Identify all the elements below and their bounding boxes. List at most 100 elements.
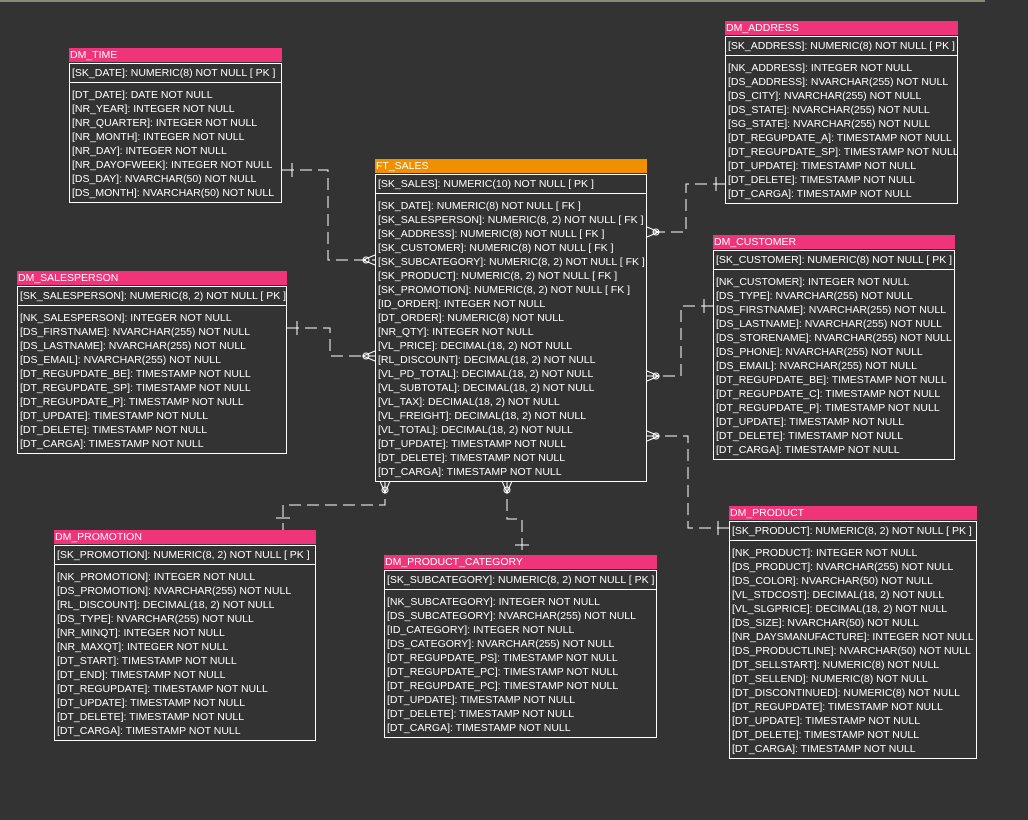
column-row[interactable]: [DT_DELETE]: TIMESTAMP NOT NULL xyxy=(20,424,208,436)
table-header[interactable]: DM_SALESPERSON xyxy=(17,271,287,285)
column-row[interactable]: [NR_QTY]: INTEGER NOT NULL xyxy=(378,326,534,338)
column-row[interactable]: [ID_CATEGORY]: INTEGER NOT NULL xyxy=(387,624,575,636)
column-row[interactable]: [DS_EMAIL]: NVARCHAR(255) NOT NULL xyxy=(716,360,917,372)
column-row[interactable]: [DT_REGUPDATE_A]: TIMESTAMP NOT NULL xyxy=(728,132,952,144)
column-row[interactable]: [DT_DELETE]: TIMESTAMP NOT NULL xyxy=(716,430,904,442)
table-header[interactable]: DM_TIME xyxy=(69,48,282,62)
column-row[interactable]: [DT_SELLSTART]: NUMERIC(8) NOT NULL xyxy=(732,659,940,671)
column-row[interactable]: [DT_DELETE]: TIMESTAMP NOT NULL xyxy=(57,711,245,723)
primary-key-column[interactable]: [SK_PRODUCT]: NUMERIC(8, 2) NOT NULL [ P… xyxy=(732,525,972,537)
column-row[interactable]: [NK_SALESPERSON]: INTEGER NOT NULL xyxy=(20,312,232,324)
table-dm-time[interactable]: DM_TIME [SK_DATE]: NUMERIC(8) NOT NULL [ … xyxy=(69,48,282,203)
column-row[interactable]: [DT_CARGA]: TIMESTAMP NOT NULL xyxy=(378,466,562,478)
column-row[interactable]: [DT_UPDATE]: TIMESTAMP NOT NULL xyxy=(20,410,209,422)
column-row[interactable]: [DT_END]: TIMESTAMP NOT NULL xyxy=(57,669,226,681)
column-row[interactable]: [NK_ADDRESS]: INTEGER NOT NULL xyxy=(728,62,913,74)
table-ft-sales[interactable]: FT_SALES[SK_SALES]: NUMERIC(10) NOT NULL… xyxy=(375,159,647,482)
column-row[interactable]: [DS_PHONE]: NVARCHAR(255) NOT NULL xyxy=(716,346,923,358)
column-row[interactable]: [DS_STATE]: NVARCHAR(255) NOT NULL xyxy=(728,104,930,116)
column-row[interactable]: [DS_FIRSTNAME]: NVARCHAR(255) NOT NULL xyxy=(20,326,251,338)
column-row[interactable]: [VL_TAX]: DECIMAL(18, 2) NOT NULL xyxy=(378,396,560,408)
column-row[interactable]: [DT_REGUPDATE]: TIMESTAMP NOT NULL xyxy=(732,701,943,713)
table-header[interactable]: FT_SALES xyxy=(375,159,647,173)
column-row[interactable]: [VL_PD_TOTAL]: DECIMAL(18, 2) NOT NULL xyxy=(378,368,594,380)
column-row[interactable]: [DS_DAY]: NVARCHAR(50) NOT NULL xyxy=(72,173,257,185)
column-row[interactable]: [DS_LASTNAME]: NVARCHAR(255) NOT NULL xyxy=(716,318,943,330)
column-row[interactable]: [NK_PRODUCT]: INTEGER NOT NULL xyxy=(732,547,918,559)
column-row[interactable]: [DT_DELETE]: TIMESTAMP NOT NULL xyxy=(732,729,920,741)
column-row[interactable]: [NR_DAY]: INTEGER NOT NULL xyxy=(72,145,227,157)
column-row[interactable]: [SK_PRODUCT]: NUMERIC(8, 2) NOT NULL [ F… xyxy=(378,270,618,282)
column-row[interactable]: [DT_DATE]: DATE NOT NULL xyxy=(72,89,213,101)
column-row[interactable]: [DT_DELETE]: TIMESTAMP NOT NULL xyxy=(387,708,575,720)
column-row[interactable]: [DS_STORENAME]: NVARCHAR(255) NOT NULL xyxy=(716,332,952,344)
column-row[interactable]: [DT_REGUPDATE_SP]: TIMESTAMP NOT NULL xyxy=(20,382,251,394)
column-row[interactable]: [DT_CARGA]: TIMESTAMP NOT NULL xyxy=(728,188,912,200)
column-row[interactable]: [SK_SUBCATEGORY]: NUMERIC(8, 2) NOT NULL… xyxy=(378,256,645,268)
column-row[interactable]: [DT_REGUPDATE]: TIMESTAMP NOT NULL xyxy=(57,683,268,695)
column-row[interactable]: [DS_CITY]: NVARCHAR(255) NOT NULL xyxy=(728,90,922,102)
column-row[interactable]: [DT_REGUPDATE_C]: TIMESTAMP NOT NULL xyxy=(716,388,941,400)
column-row[interactable]: [DT_REGUPDATE_P]: TIMESTAMP NOT NULL xyxy=(716,402,940,414)
column-row[interactable]: [DT_UPDATE]: TIMESTAMP NOT NULL xyxy=(387,694,576,706)
column-row[interactable]: [DT_CARGA]: TIMESTAMP NOT NULL xyxy=(387,722,571,734)
table-header[interactable]: DM_CUSTOMER xyxy=(713,235,955,249)
table-dm-promotion[interactable]: DM_PROMOTION [SK_PROMOTION]: NUMERIC(8, 2… xyxy=(54,530,316,741)
column-row[interactable]: [DT_UPDATE]: TIMESTAMP NOT NULL xyxy=(57,697,246,709)
column-row[interactable]: [DT_UPDATE]: TIMESTAMP NOT NULL xyxy=(728,160,917,172)
primary-key-column[interactable]: [SK_DATE]: NUMERIC(8) NOT NULL [ PK ] xyxy=(72,67,276,79)
column-row[interactable]: [DS_PRODUCTLINE]: NVARCHAR(50) NOT NULL xyxy=(732,645,971,657)
column-row[interactable]: [VL_TOTAL]: DECIMAL(18, 2) NOT NULL xyxy=(378,424,573,436)
column-row[interactable]: [NK_CUSTOMER]: INTEGER NOT NULL xyxy=(716,276,910,288)
primary-key-column[interactable]: [SK_SUBCATEGORY]: NUMERIC(8, 2) NOT NULL… xyxy=(387,574,655,586)
column-row[interactable]: [DT_REGUPDATE_BE]: TIMESTAMP NOT NULL xyxy=(20,368,251,380)
column-row[interactable]: [DT_DISCONTINUED]: NUMERIC(8) NOT NULL xyxy=(732,687,960,699)
column-row[interactable]: [RL_DISCOUNT]: DECIMAL(18, 2) NOT NULL xyxy=(57,599,275,611)
column-row[interactable]: [DS_COLOR]: NVARCHAR(50) NOT NULL xyxy=(732,575,933,587)
column-row[interactable]: [DS_FIRSTNAME]: NVARCHAR(255) NOT NULL xyxy=(716,304,947,316)
table-dm-customer[interactable]: DM_CUSTOMER[SK_CUSTOMER]: NUMERIC(8) NOT… xyxy=(713,235,955,460)
column-row[interactable]: [DT_CARGA]: TIMESTAMP NOT NULL xyxy=(732,743,916,755)
column-row[interactable]: [DT_SELLEND]: NUMERIC(8) NOT NULL xyxy=(732,673,928,685)
column-row[interactable]: [VL_SUBTOTAL]: DECIMAL(18, 2) NOT NULL xyxy=(378,382,595,394)
column-row[interactable]: [DT_REGUPDATE_PC]: TIMESTAMP NOT NULL xyxy=(387,680,619,692)
column-row[interactable]: [DS_PROMOTION]: NVARCHAR(255) NOT NULL xyxy=(57,585,292,597)
table-header[interactable]: DM_PRODUCT xyxy=(729,506,977,520)
column-row[interactable]: [NR_MONTH]: INTEGER NOT NULL xyxy=(72,131,245,143)
column-row[interactable]: [SG_STATE]: NVARCHAR(255) NOT NULL xyxy=(728,118,931,130)
column-row[interactable]: [DS_SUBCATEGORY]: NVARCHAR(255) NOT NULL xyxy=(387,610,636,622)
column-row[interactable]: [DT_UPDATE]: TIMESTAMP NOT NULL xyxy=(732,715,921,727)
column-row[interactable]: [NK_SUBCATEGORY]: INTEGER NOT NULL xyxy=(387,596,600,608)
column-row[interactable]: [DT_UPDATE]: TIMESTAMP NOT NULL xyxy=(716,416,905,428)
column-row[interactable]: [DT_REGUPDATE_BE]: TIMESTAMP NOT NULL xyxy=(716,374,947,386)
table-header[interactable]: DM_PRODUCT_CATEGORY xyxy=(384,555,657,569)
primary-key-column[interactable]: [SK_PROMOTION]: NUMERIC(8, 2) NOT NULL [… xyxy=(57,549,310,561)
column-row[interactable]: [DS_EMAIL]: NVARCHAR(255) NOT NULL xyxy=(20,354,221,366)
primary-key-column[interactable]: [SK_ADDRESS]: NUMERIC(8) NOT NULL [ PK ] xyxy=(728,40,955,52)
column-row[interactable]: [NR_QUARTER]: INTEGER NOT NULL xyxy=(72,117,258,129)
column-row[interactable]: [DS_CATEGORY]: NVARCHAR(255) NOT NULL xyxy=(387,638,615,650)
column-row[interactable]: [VL_SLGPRICE]: DECIMAL(18, 2) NOT NULL xyxy=(732,603,948,615)
column-row[interactable]: [VL_FREIGHT]: DECIMAL(18, 2) NOT NULL xyxy=(378,410,587,422)
column-row[interactable]: [RL_DISCOUNT]: DECIMAL(18, 2) NOT NULL xyxy=(378,354,596,366)
column-row[interactable]: [DS_MONTH]: NVARCHAR(50) NOT NULL xyxy=(72,187,275,199)
column-row[interactable]: [DS_ADDRESS]: NVARCHAR(255) NOT NULL xyxy=(728,76,949,88)
column-row[interactable]: [SK_DATE]: NUMERIC(8) NOT NULL [ FK ] xyxy=(378,200,581,212)
table-header[interactable]: DM_PROMOTION xyxy=(54,530,316,544)
table-header[interactable]: DM_ADDRESS xyxy=(725,21,958,35)
column-row[interactable]: [DT_DELETE]: TIMESTAMP NOT NULL xyxy=(378,452,566,464)
column-row[interactable]: [VL_PRICE]: DECIMAL(18, 2) NOT NULL xyxy=(378,340,573,352)
table-dm-address[interactable]: DM_ADDRESS [SK_ADDRESS]: NUMERIC(8) NOT N… xyxy=(725,21,958,204)
column-row[interactable]: [DT_REGUPDATE_PS]: TIMESTAMP NOT NULL xyxy=(387,652,618,664)
column-row[interactable]: [DT_ORDER]: NUMERIC(8) NOT NULL xyxy=(378,312,564,324)
column-row[interactable]: [SK_PROMOTION]: NUMERIC(8, 2) NOT NULL [… xyxy=(378,284,631,296)
column-row[interactable]: [NK_PROMOTION]: INTEGER NOT NULL xyxy=(57,571,256,583)
column-row[interactable]: [DS_TYPE]: NVARCHAR(255) NOT NULL xyxy=(57,613,254,625)
column-row[interactable]: [DT_UPDATE]: TIMESTAMP NOT NULL xyxy=(378,438,567,450)
column-row[interactable]: [DT_REGUPDATE_SP]: TIMESTAMP NOT NULL xyxy=(728,146,957,158)
column-row[interactable]: [SK_ADDRESS]: NUMERIC(8) NOT NULL [ FK ] xyxy=(378,228,605,240)
column-row[interactable]: [SK_SALESPERSON]: NUMERIC(8, 2) NOT NULL… xyxy=(378,214,644,226)
column-row[interactable]: [DT_DELETE]: TIMESTAMP NOT NULL xyxy=(728,174,916,186)
column-row[interactable]: [NR_MAXQT]: INTEGER NOT NULL xyxy=(57,641,229,653)
column-row[interactable]: [DT_REGUPDATE_P]: TIMESTAMP NOT NULL xyxy=(20,396,244,408)
